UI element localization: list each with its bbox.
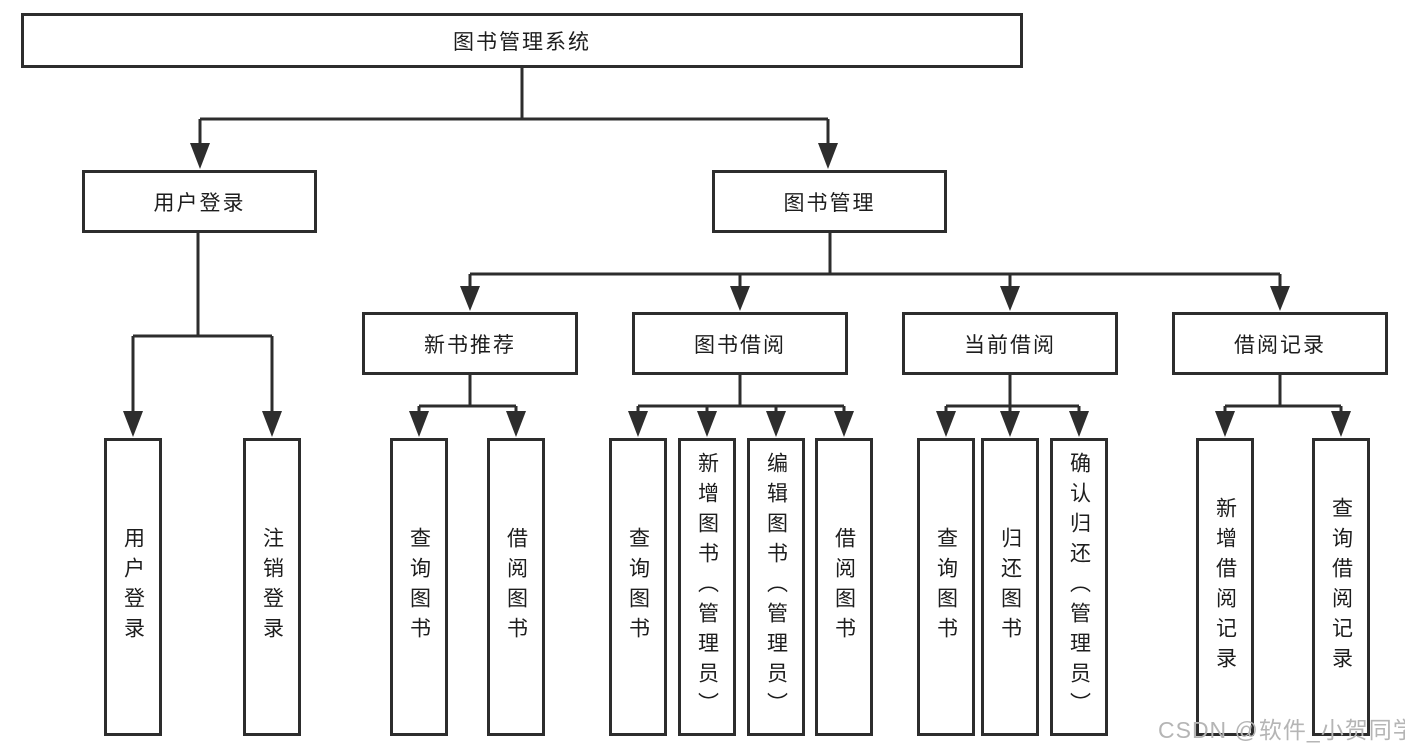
- node-leaf-query-borrow-record: 查询借阅记录: [1312, 438, 1370, 736]
- node-leaf-label: 查询图书: [934, 527, 958, 647]
- node-leaf-label: 确认归还（管理员）: [1067, 452, 1091, 722]
- node-leaf-label: 查询图书: [407, 527, 431, 647]
- node-current-borrow-label: 当前借阅: [964, 333, 1056, 357]
- csdn-watermark: CSDN @软件_小贺同学: [1158, 717, 1405, 743]
- node-leaf-borrow-books: 借阅图书: [815, 438, 873, 736]
- node-book-borrow-label: 图书借阅: [694, 333, 786, 357]
- node-leaf-logout: 注销登录: [243, 438, 301, 736]
- node-user-login: 用户登录: [82, 170, 317, 233]
- node-leaf-add-book-admin: 新增图书（管理员）: [678, 438, 736, 736]
- node-leaf-label: 用户登录: [121, 527, 145, 647]
- node-leaf-user-login: 用户登录: [104, 438, 162, 736]
- node-leaf-add-borrow-record: 新增借阅记录: [1196, 438, 1254, 736]
- node-current-borrow: 当前借阅: [902, 312, 1118, 375]
- node-leaf-label: 查询借阅记录: [1329, 497, 1353, 677]
- node-leaf-label: 新增图书（管理员）: [695, 452, 719, 722]
- node-leaf-confirm-return-admin: 确认归还（管理员）: [1050, 438, 1108, 736]
- node-user-login-label: 用户登录: [153, 191, 246, 215]
- node-book-mgmt: 图书管理: [712, 170, 947, 233]
- node-leaf-label: 借阅图书: [832, 527, 856, 647]
- node-leaf-return-book: 归还图书: [981, 438, 1039, 736]
- node-leaf-label: 注销登录: [260, 527, 284, 647]
- node-leaf-edit-book-admin: 编辑图书（管理员）: [747, 438, 805, 736]
- node-leaf-query-books-borrow: 查询图书: [609, 438, 667, 736]
- node-root-label: 图书管理系统: [453, 30, 591, 54]
- node-leaf-label: 新增借阅记录: [1213, 497, 1237, 677]
- node-book-mgmt-label: 图书管理: [783, 191, 876, 215]
- node-root: 图书管理系统: [21, 13, 1023, 68]
- node-borrow-records: 借阅记录: [1172, 312, 1388, 375]
- node-leaf-label: 编辑图书（管理员）: [764, 452, 788, 722]
- node-borrow-records-label: 借阅记录: [1234, 333, 1326, 357]
- node-leaf-borrow-books-recommend: 借阅图书: [487, 438, 545, 736]
- node-leaf-label: 归还图书: [998, 527, 1022, 647]
- node-new-book-recommend: 新书推荐: [362, 312, 578, 375]
- node-leaf-label: 查询图书: [626, 527, 650, 647]
- node-book-borrow: 图书借阅: [632, 312, 848, 375]
- node-leaf-query-books-current: 查询图书: [917, 438, 975, 736]
- node-new-book-recommend-label: 新书推荐: [424, 333, 516, 357]
- node-leaf-label: 借阅图书: [504, 527, 528, 647]
- arrowheads: [123, 143, 1351, 437]
- node-leaf-query-books-recommend: 查询图书: [390, 438, 448, 736]
